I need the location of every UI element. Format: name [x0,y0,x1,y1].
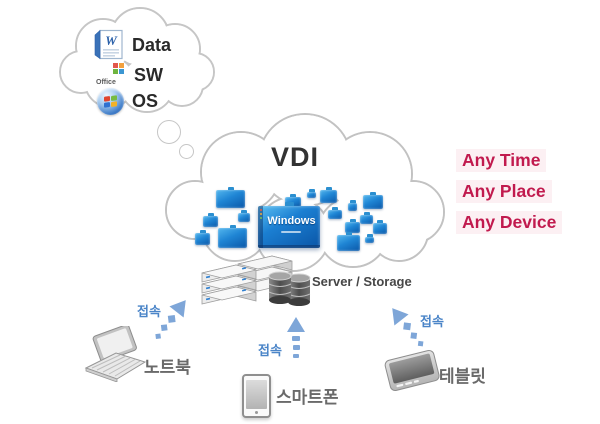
connect-label-laptop: 접속 [137,304,161,319]
server-rack-icon [201,255,293,305]
storage-cylinders-icon [268,271,311,306]
callout-any-time: Any Time [456,149,547,172]
thought-item-label: SW [134,64,163,85]
thought-bubble-small [179,144,194,159]
arrow-dash [154,333,161,339]
tablet-icon [384,349,440,392]
connect-label-tablet: 접속 [420,314,444,329]
arrow-dash [402,322,411,331]
smartphone-label: 스마트폰 [276,388,339,407]
smartphone-home-button [255,411,258,414]
vdi-cloud-shape [165,113,445,272]
vdi-title: VDI [270,142,319,172]
laptop-icon [84,326,147,382]
connect-arrow-smartphone [287,317,305,358]
windows-flag [104,94,117,108]
thought-bubble-large [157,120,181,144]
thought-cloud-shape [59,7,215,113]
word-icon-letter: W [105,33,118,48]
office-icon: Office [96,63,126,87]
thought-item-os: OS [97,88,158,115]
smartphone-screen [246,380,267,409]
arrow-dash [410,332,418,340]
windows-screen-taskbar-bottom [258,245,320,248]
callout-any-device: Any Device [456,211,563,234]
arrow-dash [292,336,300,341]
arrow-dash [292,345,300,350]
connect-label-smartphone: 접속 [258,343,282,358]
windows-screen-label: Windows [267,215,316,227]
word-icon: W [94,29,123,60]
arrow-head [287,317,305,332]
windows-screen-subtext [281,231,301,233]
thought-item-sw: Office SW [96,63,163,87]
windows-icon [97,88,124,115]
arrow-head [169,294,193,318]
thought-item-label: Data [132,34,172,55]
thought-item-data: W Data [94,29,171,61]
arrow-dash [167,314,176,323]
callout-any-place: Any Place [456,180,552,203]
office-icon-squares [113,63,125,75]
thought-item-label: OS [132,91,159,111]
central-windows-screen: Windows [258,202,320,248]
laptop-label: 노트북 [144,358,191,377]
windows-taskbar [258,206,263,248]
server-storage-label: Server / Storage [312,274,412,289]
office-icon-text: Office [96,79,116,86]
arrow-dash [160,324,168,332]
arrow-dash [293,354,299,358]
smartphone-icon [242,374,271,418]
tablet-label: 테블릿 [439,367,486,386]
